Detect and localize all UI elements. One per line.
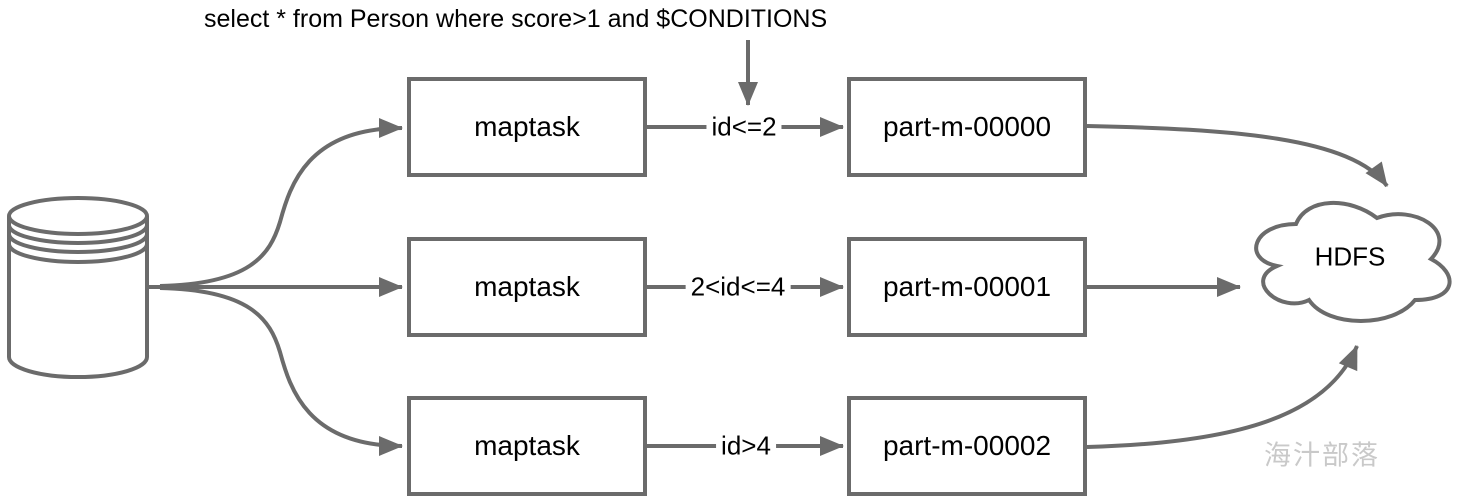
split-condition-label-1: id<=2 (706, 111, 782, 143)
edge-db-to-maptask-1 (159, 118, 403, 288)
maptask-node-3: maptask (407, 396, 647, 496)
maptask-node-1: maptask (407, 77, 647, 177)
output-file-node-2: part-m-00001 (847, 237, 1087, 337)
watermark-text: 海汁部落 (1264, 440, 1380, 471)
output-file-node-2-label: part-m-00001 (882, 271, 1052, 302)
maptask-node-3-label: maptask (474, 430, 580, 461)
edge-output3-to-hdfs (1086, 345, 1359, 449)
output-file-node-1: part-m-00000 (847, 77, 1087, 177)
output-file-node-1-label: part-m-00000 (882, 111, 1052, 142)
output-file-node-3-label: part-m-00002 (882, 430, 1052, 461)
hdfs-cloud-icon (1254, 200, 1452, 323)
maptask-node-2: maptask (407, 237, 647, 337)
maptask-node-1-label: maptask (474, 111, 580, 142)
sql-query-label: select * from Person where score>1 and $… (204, 5, 828, 33)
split-condition-label-2: 2<id<=4 (685, 271, 791, 303)
maptask-node-2-label: maptask (474, 271, 580, 302)
split-condition-label-3: id>4 (716, 430, 776, 462)
edge-output1-to-hdfs (1086, 124, 1389, 188)
output-file-node-3: part-m-00002 (847, 396, 1087, 496)
edge-db-to-maptask-3 (159, 286, 403, 456)
hdfs-label: HDFS (1314, 241, 1386, 272)
database-cylinder-icon (7, 196, 149, 379)
